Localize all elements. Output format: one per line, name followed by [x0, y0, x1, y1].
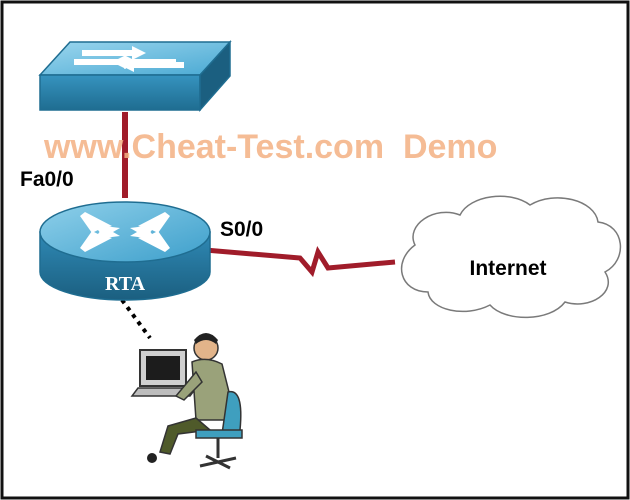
console-link — [120, 298, 152, 340]
switch-icon — [38, 40, 232, 112]
watermark-text: www.Cheat-Test.com Demo — [43, 128, 497, 166]
switch-port-label: Fa0/0 — [20, 168, 74, 191]
router-name-label: RTA — [105, 273, 146, 295]
internet-label: Internet — [469, 257, 546, 280]
router-port-label: S0/0 — [220, 218, 263, 241]
cloud-icon: Internet — [400, 195, 621, 319]
router-icon: RTA — [39, 201, 211, 301]
user-at-computer-icon — [130, 333, 243, 470]
serial-link — [204, 245, 396, 278]
